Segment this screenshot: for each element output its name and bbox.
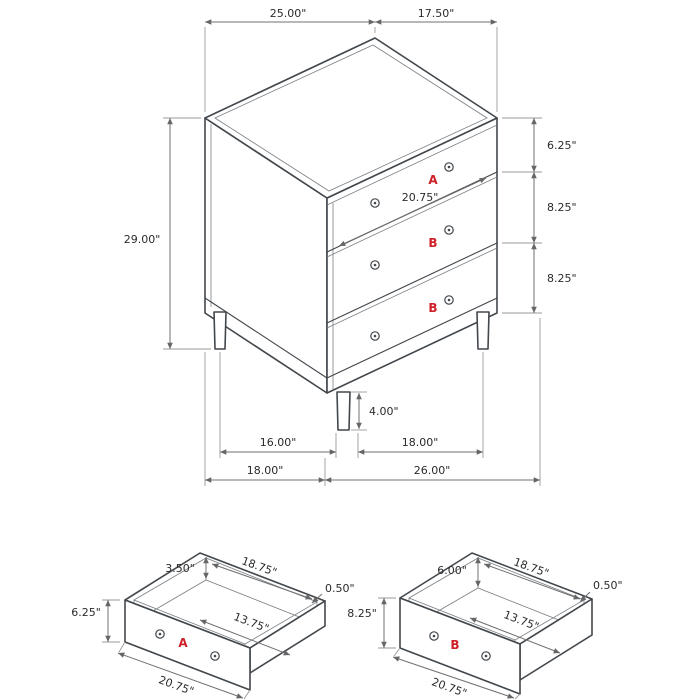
dim-drawer-b1-height-value: 8.25" [547,201,577,214]
drawer-a-outer-width-value: 20.75" [157,673,196,698]
dim-leg-span-side-value: 16.00" [260,436,297,449]
knob-dot-icon [373,201,377,205]
knob-dot-icon [484,654,488,658]
drawer-b-side-height-value: 6.00" [437,564,467,577]
chest-top-inset-edge [214,44,488,192]
dim-overall-height: 29.00" [124,117,211,350]
knob-dot-icon [373,334,377,338]
extension-line [118,641,126,653]
dim-base-depth-value: 18.00" [247,464,284,477]
drawer-b2-knobs [370,295,454,341]
drawer-b2-label: B [428,301,437,315]
leader-line [579,591,591,603]
extension-line [393,647,401,657]
dim-base-width-value: 26.00" [414,464,451,477]
dimension-arrow [211,563,313,600]
drawer-a-front-height-value: 6.25" [71,606,101,619]
drawer-b-outer-width-value: 20.75" [430,675,469,700]
drawer-a-wall-thickness-value: 0.50" [325,582,355,595]
dimension-arrow [338,177,487,247]
dim-drawer-heights: 6.25" 8.25" 8.25" [502,117,577,314]
drawer-b-wall-thickness-value: 0.50" [593,579,623,592]
drawer-a-side-height-value: 3.50" [165,562,195,575]
dimension-arrow [392,656,515,699]
extension-line [243,689,251,700]
dimension-arrow [483,563,581,600]
knob-dot-icon [158,632,162,636]
dim-height-value: 29.00" [124,233,161,246]
dim-leg-spans: 16.00" 18.00" [219,352,484,458]
dim-top-left-value: 25.00" [270,7,307,20]
dimension-arrow [199,619,291,656]
dim-leg-height: 4.00" [351,391,399,431]
drawer-b-view-label: B [450,638,459,652]
dim-inner-width-value: 20.75" [402,191,439,204]
chest-front-bottom-rail [326,297,498,379]
knob-dot-icon [447,228,451,232]
dim-inner-width: 20.75" [338,177,487,247]
dim-top-right-value: 17.50" [418,7,455,20]
chest-drawing: A B B [204,37,498,431]
drawer-b-view: B 8.25" 6.00" 18.75" 0.50" 13.75" 20.75" [347,552,623,700]
drawer-a-label: A [428,173,438,187]
drawer-a-view: A 6.25" 3.50" 18.75" 0.50" 13.75" 20.75" [71,552,355,700]
dim-top-width: 25.00" 17.50" [204,7,498,112]
leader-line [311,593,323,604]
drawer-b1-label: B [428,236,437,250]
chest-leg-back-left [213,311,227,350]
knob-dot-icon [447,298,451,302]
dim-drawer-a-height-value: 6.25" [547,139,577,152]
drawer-divider-2 [326,242,498,324]
dimension-arrow [469,617,561,654]
drawer-divider-2-shadow [326,247,498,329]
knob-dot-icon [432,634,436,638]
dimension-arrow [117,652,244,699]
knob-dot-icon [447,165,451,169]
dim-leg-height-value: 4.00" [369,405,399,418]
knob-dot-icon [213,654,217,658]
extension-line [514,693,521,700]
chest-leg-front-right [476,311,490,350]
drawer-b-front-height-value: 8.25" [347,607,377,620]
dim-drawer-b2-height-value: 8.25" [547,272,577,285]
dim-leg-span-front-value: 18.00" [402,436,439,449]
dim-base-footprint: 18.00" 26.00" [204,318,541,486]
chest-leg-front-left [336,391,351,431]
drawer-a-view-label: A [178,636,188,650]
knob-dot-icon [373,263,377,267]
